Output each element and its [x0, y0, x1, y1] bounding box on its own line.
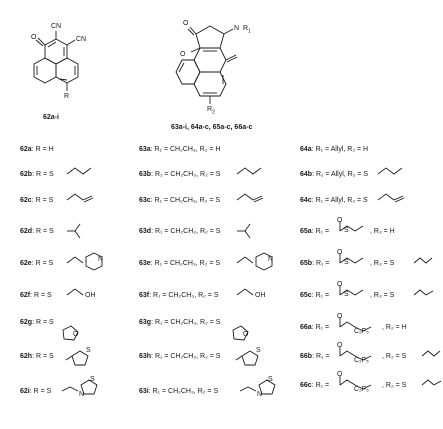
pyrazine-n-63e: N — [268, 256, 274, 263]
entry-62i: 62i: R = S — [20, 388, 52, 395]
thiazolidine-s-63i: S — [268, 376, 273, 383]
ester-s-65b: S — [344, 259, 349, 266]
entry-62b: 62b: R = S — [20, 171, 54, 178]
entry-65b-tail: , R₂ = S — [370, 260, 395, 267]
entry-62f: 62f: R = S — [20, 292, 52, 299]
dithiolane-s-63h: S — [256, 347, 261, 354]
pentafluoroethyl-66b: C₂F₅ — [354, 357, 369, 364]
entry-65a: 65a: R₁ = — [300, 228, 330, 235]
dithiolane-s-62h: S — [86, 347, 91, 354]
entry-63e: 63e: R₁ = CH₂CH₃, R₂ = S — [139, 260, 221, 267]
entry-66c: 66c: R₁ = — [300, 382, 330, 389]
thiazolidine-n-63i: N — [257, 391, 263, 398]
pentafluoroethyl-66a: C₂F₅ — [354, 328, 369, 335]
imide-oxygen-1: O — [183, 20, 189, 27]
thiazolidine-s-62i: S — [90, 376, 95, 383]
entry-62g: 62g: R = S — [20, 319, 54, 326]
ring-oxygen-62g: O — [73, 331, 79, 338]
entry-62e: 62e: R = S — [20, 260, 54, 267]
entry-63i: 63i: R₁ = CH₂CH₃, R₂ = S — [139, 388, 219, 395]
entry-62d: 62d: R = S — [20, 228, 54, 235]
entry-62h: 62h: R = S — [20, 353, 54, 360]
entry-63d: 63d: R₁ = CH₂CH₃, R₂ = S — [139, 228, 221, 235]
cyano-group-2: CN — [76, 36, 87, 43]
cyano-group-1: CN — [51, 23, 62, 30]
pentafluoroethyl-66c: C₂F₅ — [354, 386, 369, 393]
ester-o-65c: O — [337, 281, 343, 288]
entry-62c: 62c: R = S — [20, 197, 54, 204]
pyrazine-n-62e: N — [98, 256, 104, 263]
entry-65b: 65b: R₁ = — [300, 260, 330, 267]
ester-o-65a: O — [337, 217, 343, 224]
ester-s-65a: S — [344, 227, 349, 234]
r2-label: R2 — [207, 106, 215, 116]
entry-62a: 62a: R = H — [20, 146, 54, 153]
imide-oxygen-2: O — [180, 51, 186, 58]
ester-o-66a: O — [337, 313, 343, 320]
ester-o-66b: O — [337, 342, 343, 349]
entry-66c-tail: , R₂ = S — [382, 382, 407, 389]
ester-s-65c: S — [344, 291, 349, 298]
compound-id-62: 62a-i — [43, 114, 59, 121]
entry-66a: 66a: R₁ = — [300, 324, 330, 331]
ester-o-66c: O — [337, 371, 343, 378]
carbonyl-oxygen: O — [31, 34, 37, 41]
entry-63c: 63c: R₁ = CH₂CH₃, R₂ = S — [139, 197, 221, 204]
hydroxyl-63f: OH — [255, 292, 266, 299]
ester-o-65b: O — [337, 249, 343, 256]
entry-63b: 63b: R₁ = CH₂CH₃, R₂ = S — [139, 171, 221, 178]
entry-65a-tail: , R₂ = H — [370, 228, 395, 235]
entry-65c: 65c: R₁ = — [300, 292, 330, 299]
entry-65c-tail: , R₂ = S — [370, 292, 395, 299]
entry-64c: 64c: R₁ = Allyl, R₂ = S — [300, 197, 368, 204]
ring-oxygen-63g: O — [243, 331, 249, 338]
hydroxyl-62f: OH — [85, 292, 96, 299]
thiazolidine-n-62i: N — [79, 391, 85, 398]
imide-nitrogen: N — [234, 25, 240, 32]
entry-63h: 63h: R₁ = CH₂CH₃, R₂ = S — [139, 353, 221, 360]
entry-64b: 64b: R₁ = Allyl, R₂ = S — [300, 171, 369, 178]
entry-63a: 63a: R₁ = CH₂CH₃, R₂ = H — [139, 146, 221, 153]
entry-63f: 63f: R₁ = CH₂CH₃, R₂ = S — [139, 292, 219, 299]
entry-66b: 66b: R₁ = — [300, 353, 330, 360]
r1-label: R1 — [243, 25, 251, 35]
entry-66a-tail: , R₂ = H — [382, 324, 407, 331]
entry-63g: 63g: R₁ = CH₂CH₃, R₂ = S — [139, 319, 221, 326]
r-group-label: R — [64, 93, 70, 100]
entry-64a: 64a: R₁ = Allyl, R₂ = H — [300, 146, 369, 153]
compound-id-63-66: 63a-i, 64a-c, 65a-c, 66a-c — [171, 124, 253, 131]
entry-66b-tail: , R₂ = S — [382, 353, 407, 360]
